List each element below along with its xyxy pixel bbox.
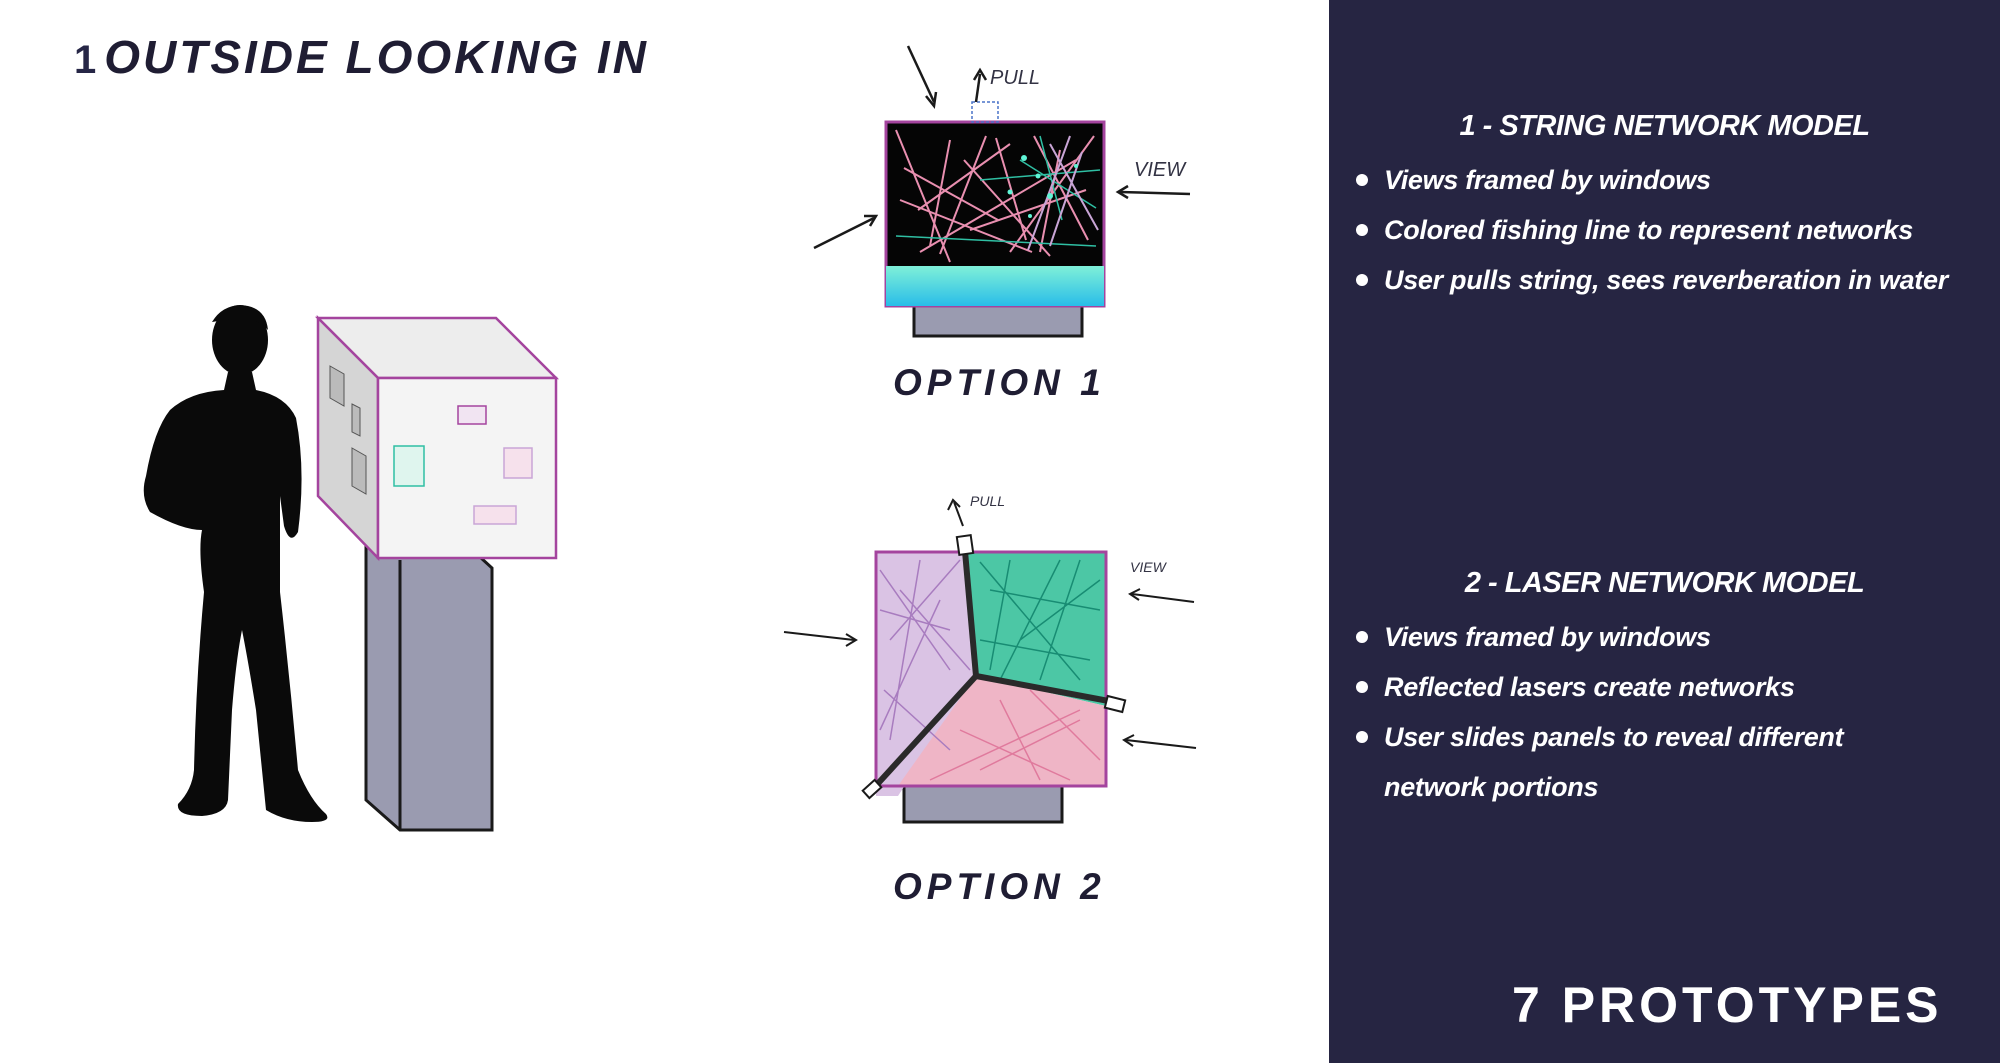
- bullet-icon: [1356, 174, 1368, 186]
- cube-pedestal: [364, 544, 494, 832]
- list-item: Views framed by windows: [1329, 155, 2000, 205]
- bullet-icon: [1356, 224, 1368, 236]
- model-1-bullets: Views framed by windows Colored fishing …: [1329, 155, 2000, 305]
- model-2: 2 - LASER NETWORK MODEL Views framed by …: [1329, 567, 2000, 812]
- bullet-text: User pulls string, sees reverberation in…: [1384, 265, 1948, 295]
- option2-slide-handles: [861, 533, 1127, 800]
- bullet-text: Views framed by windows: [1384, 622, 1711, 652]
- list-item: Colored fishing line to represent networ…: [1329, 205, 2000, 255]
- option2-label: OPTION 2: [893, 866, 1106, 907]
- person-silhouette: [143, 305, 328, 822]
- option1-string-network: [895, 129, 1101, 263]
- option2-pull-label: PULL: [970, 493, 1005, 509]
- option2-panel-pink: [898, 676, 1106, 786]
- option2-pedestal: [902, 782, 1064, 824]
- model-1: 1 - STRING NETWORK MODEL Views framed by…: [1329, 110, 2000, 305]
- slide-title-text: OUTSIDE LOOKING IN: [104, 31, 649, 83]
- option1-glow: [1007, 155, 1078, 218]
- bullet-icon: [1356, 274, 1368, 286]
- option1-pedestal: [912, 302, 1084, 338]
- list-item: User pulls string, sees reverberation in…: [1329, 255, 2000, 305]
- model-2-heading: 2 - LASER NETWORK MODEL: [1464, 567, 1865, 599]
- option2-diagram: PULL VIEW: [783, 493, 1197, 824]
- prototype-scene: [143, 305, 560, 832]
- option2-panel-lavender: [876, 552, 976, 796]
- option1-water: [886, 266, 1104, 306]
- option2-divider-arms: [869, 539, 1115, 793]
- option1-label: OPTION 1: [893, 362, 1106, 403]
- list-item: User slides panels to reveal different n…: [1329, 712, 2000, 812]
- footer-title: 7 PROTOTYPES: [1512, 977, 1943, 1033]
- option1-arrows: [813, 45, 1191, 250]
- option1-pull-label: PULL: [990, 67, 1040, 89]
- option1-view-label: VIEW: [1134, 159, 1187, 181]
- model-1-heading: 1 - STRING NETWORK MODEL: [1459, 110, 1870, 142]
- bullet-icon: [1356, 631, 1368, 643]
- mirror-cube: [314, 314, 560, 562]
- description-panel: 1 - STRING NETWORK MODEL Views framed by…: [1329, 0, 2000, 1063]
- option2-view-label: VIEW: [1130, 559, 1168, 575]
- bullet-text: Reflected lasers create networks: [1384, 672, 1795, 702]
- bullet-text: User slides panels to reveal different n…: [1384, 722, 1844, 802]
- option1-pull-handle: [971, 101, 999, 123]
- list-item: Reflected lasers create networks: [1329, 662, 2000, 712]
- bullet-text: Colored fishing line to represent networ…: [1384, 215, 1913, 245]
- slide-number: 1: [74, 38, 97, 82]
- option1-diagram: PULL VIEW: [813, 45, 1191, 338]
- bullet-icon: [1356, 731, 1368, 743]
- list-item: Views framed by windows: [1329, 612, 2000, 662]
- option2-laser-network: [879, 559, 1101, 781]
- model-2-bullets: Views framed by windows Reflected lasers…: [1329, 612, 2000, 812]
- option2-frame: [874, 550, 1108, 788]
- bullet-icon: [1356, 681, 1368, 693]
- bullet-text: Views framed by windows: [1384, 165, 1711, 195]
- option2-arrows: [783, 498, 1197, 749]
